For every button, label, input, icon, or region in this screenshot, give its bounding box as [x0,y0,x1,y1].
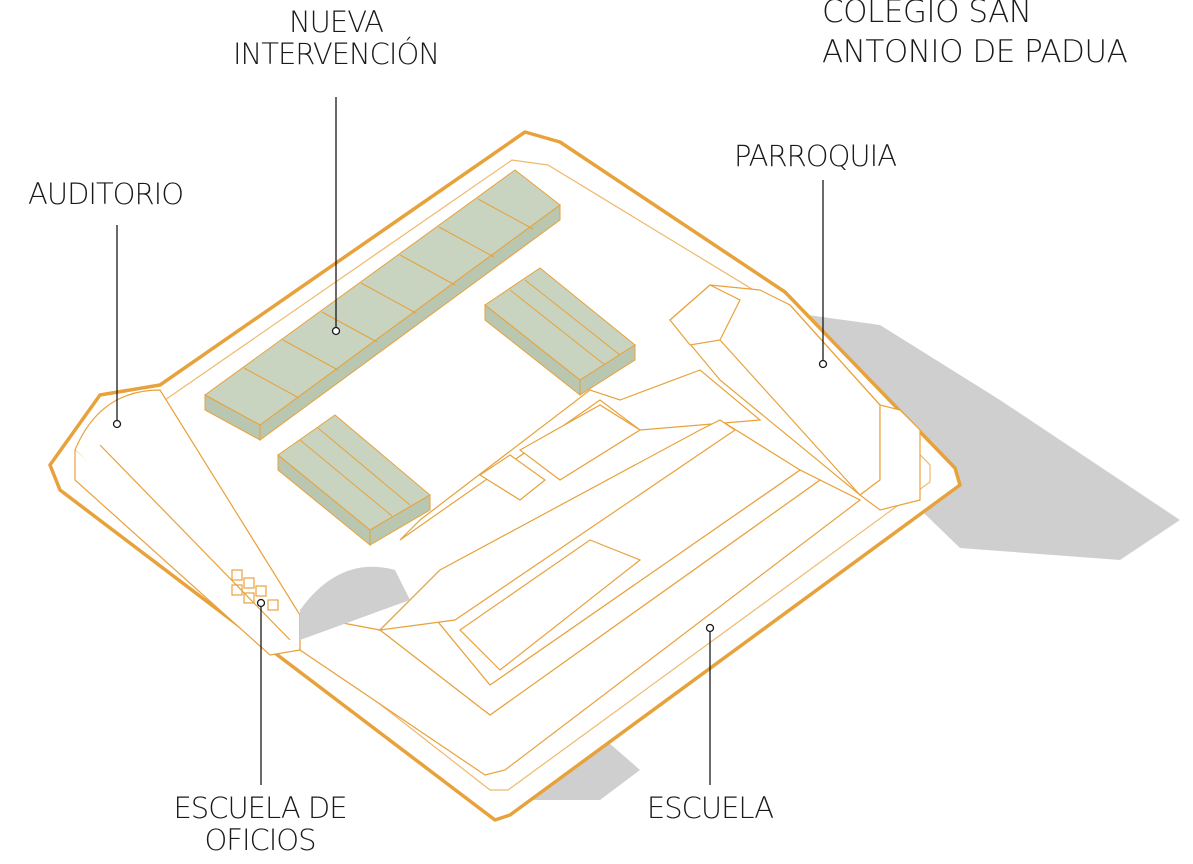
auditorio-building [74,389,301,656]
leader-lines [112,97,828,785]
nueva-intervencion-left-block [277,414,431,547]
label-escuela: ESCUELA [646,791,774,825]
escuela-de-oficios-windows [231,569,279,611]
arch-shadow [300,566,410,640]
nueva-intervencion-right-block [484,267,636,397]
cloister-building [378,369,762,631]
diagram-title: COLEGIO SAN ANTONIO DE PADUA [822,0,1128,70]
nueva-intervencion-long-block [204,169,561,441]
pin-escuela [705,623,715,633]
label-parroquia: PARROQUIA [734,139,897,173]
parroquia-building [669,284,921,511]
label-nueva-intervencion: NUEVA INTERVENCIÓN [232,5,440,71]
label-auditorio: AUDITORIO [28,177,184,211]
pin-parroquia [818,359,828,369]
pin-escuela-de-oficios [256,598,266,608]
label-escuela-de-oficios: ESCUELA DE OFICIOS [173,791,347,857]
pin-auditorio [112,419,122,429]
pin-nueva-intervencion [331,326,341,336]
